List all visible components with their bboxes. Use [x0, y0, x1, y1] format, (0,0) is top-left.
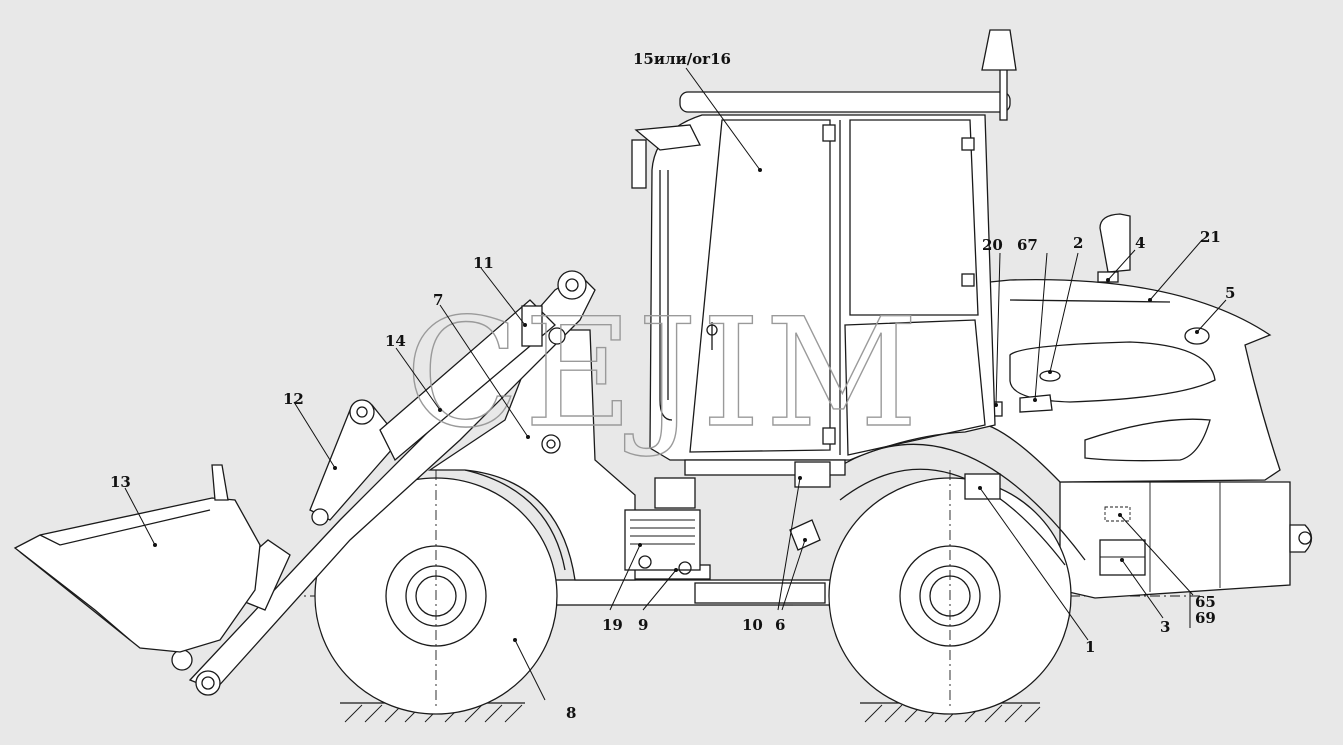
- callout-9: 9: [638, 616, 648, 634]
- callout-13: 13: [110, 473, 131, 491]
- engine-hood: [969, 213, 1281, 483]
- callout-69: 69: [1195, 609, 1216, 627]
- operator-cab: [631, 29, 1017, 476]
- callout-7: 7: [433, 291, 443, 309]
- callout-21: 21: [1200, 228, 1221, 246]
- callout-5: 5: [1225, 284, 1235, 302]
- front-wheel: [314, 469, 566, 715]
- callout-15-or-16: 15или/or16: [633, 50, 731, 68]
- center-joint: [624, 461, 1001, 575]
- callout-labels: 1 2 3 4 5 6 7 8 9 10 11 12 13 14 15или/o…: [110, 50, 1235, 722]
- boom-arm: [171, 270, 596, 696]
- chassis: [554, 481, 1313, 606]
- callout-20: 20: [982, 236, 1003, 254]
- bucket: [13, 464, 261, 653]
- callout-10: 10: [742, 616, 763, 634]
- watermark: CEJIM: [405, 287, 922, 461]
- callout-6: 6: [775, 616, 785, 634]
- callout-65: 65: [1195, 593, 1216, 611]
- callout-2: 2: [1073, 234, 1083, 252]
- callout-8: 8: [566, 704, 576, 722]
- callout-3: 3: [1160, 618, 1170, 636]
- front-frame: [427, 329, 636, 581]
- rear-wheel: [819, 443, 1086, 715]
- callout-1: 1: [1085, 638, 1095, 656]
- leader-lines: [124, 67, 1227, 701]
- callout-11: 11: [473, 254, 494, 272]
- callout-19: 19: [602, 616, 623, 634]
- callout-4: 4: [1135, 234, 1145, 252]
- callout-12: 12: [283, 390, 304, 408]
- callout-14: 14: [385, 332, 406, 350]
- callout-67: 67: [1017, 236, 1038, 254]
